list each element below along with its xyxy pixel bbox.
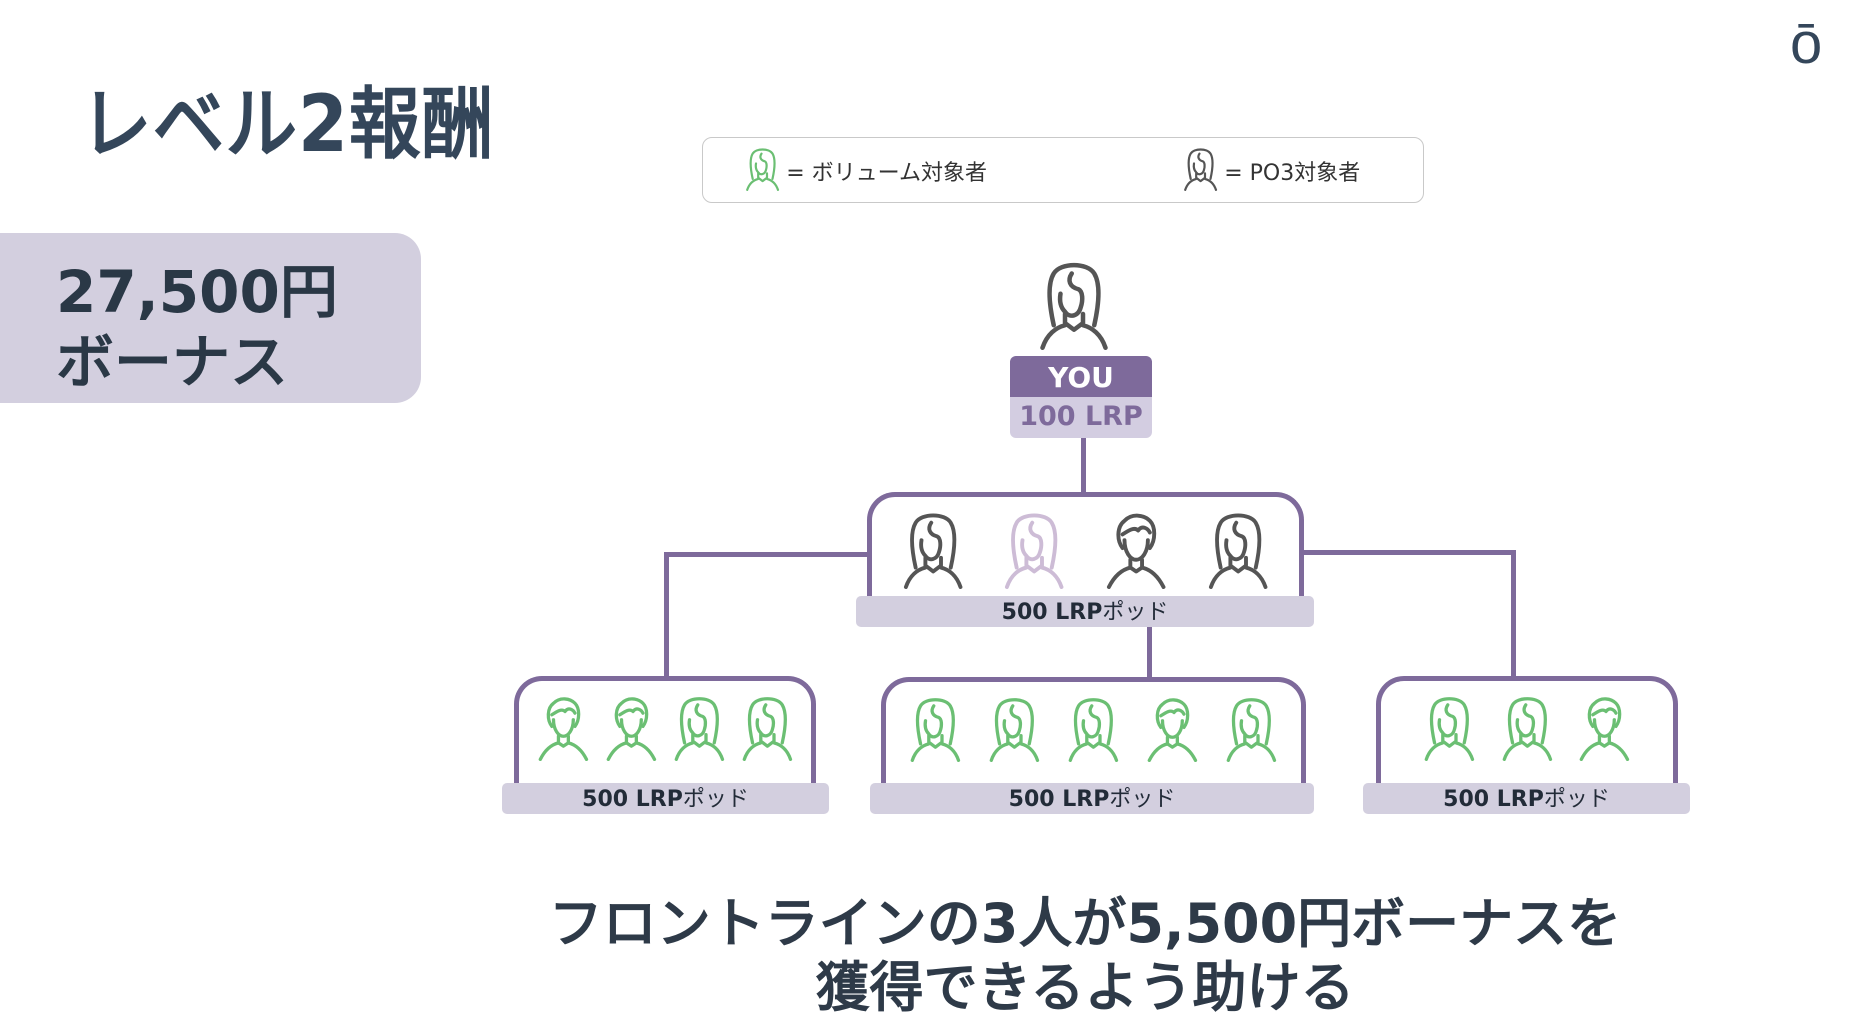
legend-label-po3: = PO3対象者 <box>1224 161 1361 186</box>
person-female-icon <box>745 147 780 195</box>
legend-label-volume: = ボリューム対象者 <box>786 161 987 186</box>
person-female-icon <box>1207 511 1269 593</box>
pod-label-kana: ポッド <box>1102 600 1169 625</box>
you-lrp: 100 LRP <box>1010 397 1152 438</box>
footer-line-1: フロントラインの3人が5,500円ボーナスを <box>548 892 1622 955</box>
connector-frontline-left-h <box>664 552 872 557</box>
connector-frontline-center-v <box>1147 627 1152 681</box>
person-female-icon <box>1183 147 1218 195</box>
pod-members <box>872 511 1299 593</box>
connector-frontline-right-v <box>1511 550 1516 680</box>
pod-label-left: 500 LRPポッド <box>502 783 829 814</box>
person-female-icon <box>741 695 794 765</box>
person-male-icon <box>605 695 658 765</box>
person-female-icon <box>909 696 962 766</box>
person-female-icon <box>902 511 964 593</box>
brand-logo-icon: ō <box>1790 11 1823 76</box>
person-female-icon <box>1003 511 1065 593</box>
person-female-icon <box>1067 696 1120 766</box>
person-male-icon <box>537 695 590 765</box>
connector-frontline-right-h <box>1300 550 1516 555</box>
person-female-icon <box>1501 695 1554 765</box>
pod-frontline <box>867 492 1304 602</box>
person-female-icon <box>1423 695 1476 765</box>
connector-frontline-left-v <box>664 552 669 680</box>
person-female-icon <box>1225 696 1278 766</box>
bonus-label: ボーナス <box>56 328 289 396</box>
connector-you-to-frontline <box>1081 438 1086 494</box>
person-female-icon <box>673 695 726 765</box>
pod-center <box>881 677 1306 788</box>
footer-line-2: 獲得できるよう助ける <box>815 956 1355 1019</box>
pod-label-num: 500 LRP <box>582 787 683 812</box>
legend-item-volume: = ボリューム対象者 <box>745 146 987 196</box>
bonus-badge: 27,500円 ボーナス <box>0 233 421 403</box>
person-female-icon <box>1038 260 1110 354</box>
pod-members <box>519 695 811 765</box>
pod-members <box>886 696 1301 766</box>
pod-label-right: 500 LRPポッド <box>1363 783 1690 814</box>
bonus-amount: 27,500円 <box>56 258 338 326</box>
you-label: YOU <box>1010 356 1152 397</box>
person-female-icon <box>988 696 1041 766</box>
legend-item-po3: = PO3対象者 <box>1183 146 1360 196</box>
footer-caption: フロントラインの3人が5,500円ボーナスを 獲得できるよう助ける <box>440 892 1730 1020</box>
pod-label-kana: ポッド <box>1543 787 1610 812</box>
person-male-icon <box>1105 511 1167 593</box>
pod-label-frontline: 500 LRPポッド <box>856 596 1314 627</box>
page-title: レベル2報酬 <box>80 80 495 170</box>
pod-label-kana: ポッド <box>1109 787 1176 812</box>
pod-label-num: 500 LRP <box>1001 600 1103 625</box>
pod-members <box>1381 695 1673 765</box>
pod-label-center: 500 LRPポッド <box>870 783 1314 814</box>
pod-label-num: 500 LRP <box>1443 787 1544 812</box>
pod-left <box>514 676 816 788</box>
person-male-icon <box>1146 696 1199 766</box>
pod-right <box>1376 676 1678 788</box>
legend: = ボリューム対象者 = PO3対象者 <box>702 137 1424 203</box>
pod-label-num: 500 LRP <box>1008 787 1110 812</box>
you-node: YOU 100 LRP <box>1010 356 1152 438</box>
person-male-icon <box>1578 695 1631 765</box>
pod-label-kana: ポッド <box>682 787 749 812</box>
